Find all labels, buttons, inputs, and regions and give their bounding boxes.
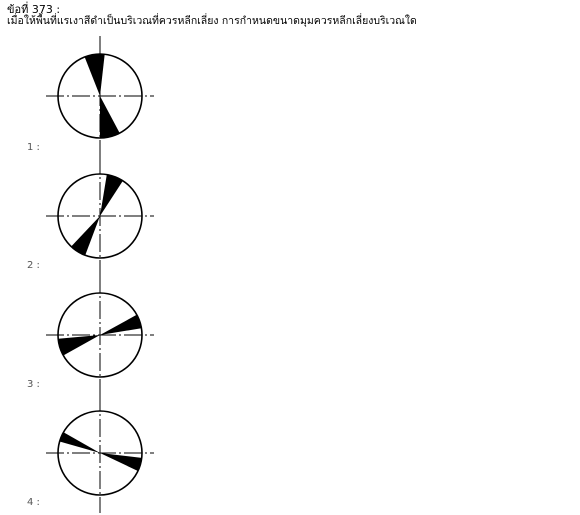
shaded-sector-left (58, 335, 100, 356)
choice-3-label[interactable]: 3 : (27, 379, 40, 390)
shaded-sector-bottom (71, 216, 100, 256)
choice-3-figure[interactable] (40, 275, 160, 395)
choice-1-label[interactable]: 1 : (27, 142, 40, 153)
choice-2-figure[interactable] (40, 156, 160, 276)
shaded-sector-right (100, 314, 142, 335)
shaded-sector-bottom (99, 96, 120, 139)
question-number: ข้อที่ 373 : (7, 3, 61, 16)
shaded-sector-top (100, 174, 123, 216)
question-text: เมื่อให้พื้นที่แรเงาสีดำเป็นบริเวณที่ควร… (7, 15, 417, 27)
choice-4-figure[interactable] (40, 393, 160, 513)
choice-4-label[interactable]: 4 : (27, 497, 40, 508)
shaded-sector-right (100, 453, 142, 471)
choice-2-label[interactable]: 2 : (27, 260, 40, 271)
choice-1-figure[interactable] (40, 36, 160, 156)
shaded-sector-left (59, 432, 100, 453)
shaded-sector-top (84, 54, 105, 96)
